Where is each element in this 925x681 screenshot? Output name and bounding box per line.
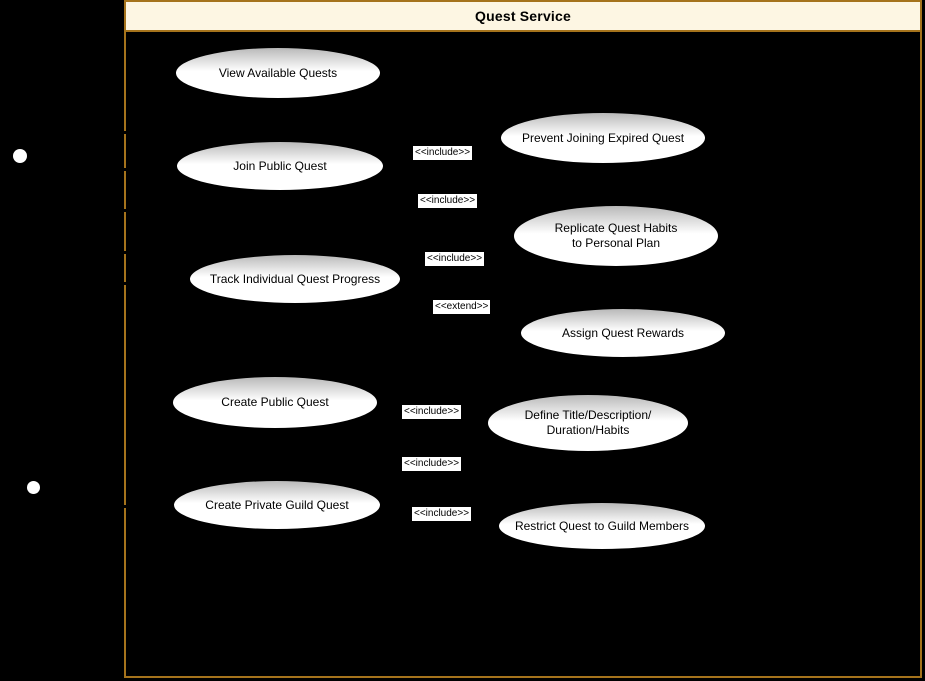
usecase-label: Create Private Guild Quest (205, 497, 349, 512)
frame-border-gap (123, 282, 127, 285)
extend-label-1: <<extend>> (433, 300, 491, 314)
usecase-restrict-quest-to-guild-members: Restrict Quest to Guild Members (497, 501, 707, 551)
usecase-define-title-description: Define Title/Description/ Duration/Habit… (486, 393, 690, 453)
usecase-label: View Available Quests (218, 65, 338, 80)
frame-border-gap (123, 209, 127, 212)
usecase-replicate-quest-habits: Replicate Quest Habits to Personal Plan (512, 204, 720, 268)
usecase-label: Create Public Quest (221, 395, 329, 409)
include-label-3: <<include>> (425, 252, 485, 266)
usecase-label: Join Public Quest (233, 158, 327, 173)
usecase-label: Assign Quest Rewards (561, 325, 685, 340)
include-label-1: <<include>> (413, 146, 473, 160)
frame-border-gap (123, 251, 127, 254)
include-label-5: <<include>> (402, 457, 462, 471)
actor-head-icon (13, 149, 27, 163)
usecase-label: Duration/Habits (546, 423, 630, 437)
system-boundary-frame: Quest Service (124, 0, 922, 678)
usecase-create-public-quest: Create Public Quest (171, 375, 379, 430)
usecase-prevent-joining-expired-quest: Prevent Joining Expired Quest (499, 111, 707, 165)
include-label-4: <<include>> (402, 405, 462, 419)
include-label-2: <<include>> (418, 194, 478, 208)
usecase-label: Prevent Joining Expired Quest (521, 130, 685, 145)
frame-title-bar: Quest Service (126, 2, 920, 32)
usecase-view-available-quests: View Available Quests (174, 46, 382, 100)
frame-border-gap (123, 131, 127, 134)
usecase-track-individual-quest-progress: Track Individual Quest Progress (188, 253, 402, 305)
include-label-6: <<include>> (412, 507, 472, 521)
frame-border-gap (123, 505, 127, 508)
actor-head-icon (27, 481, 40, 494)
usecase-assign-quest-rewards: Assign Quest Rewards (519, 307, 727, 359)
usecase-create-private-guild-quest: Create Private Guild Quest (172, 479, 382, 531)
usecase-join-public-quest: Join Public Quest (175, 140, 385, 192)
usecase-label: Track Individual Quest Progress (209, 271, 381, 286)
usecase-label: to Personal Plan (571, 236, 661, 250)
diagram-title: Quest Service (475, 8, 571, 24)
usecase-label: Define Title/Description/ (524, 408, 652, 422)
frame-border-gap (123, 168, 127, 171)
usecase-label: Restrict Quest to Guild Members (514, 518, 690, 533)
usecase-label: Replicate Quest Habits (554, 221, 678, 235)
